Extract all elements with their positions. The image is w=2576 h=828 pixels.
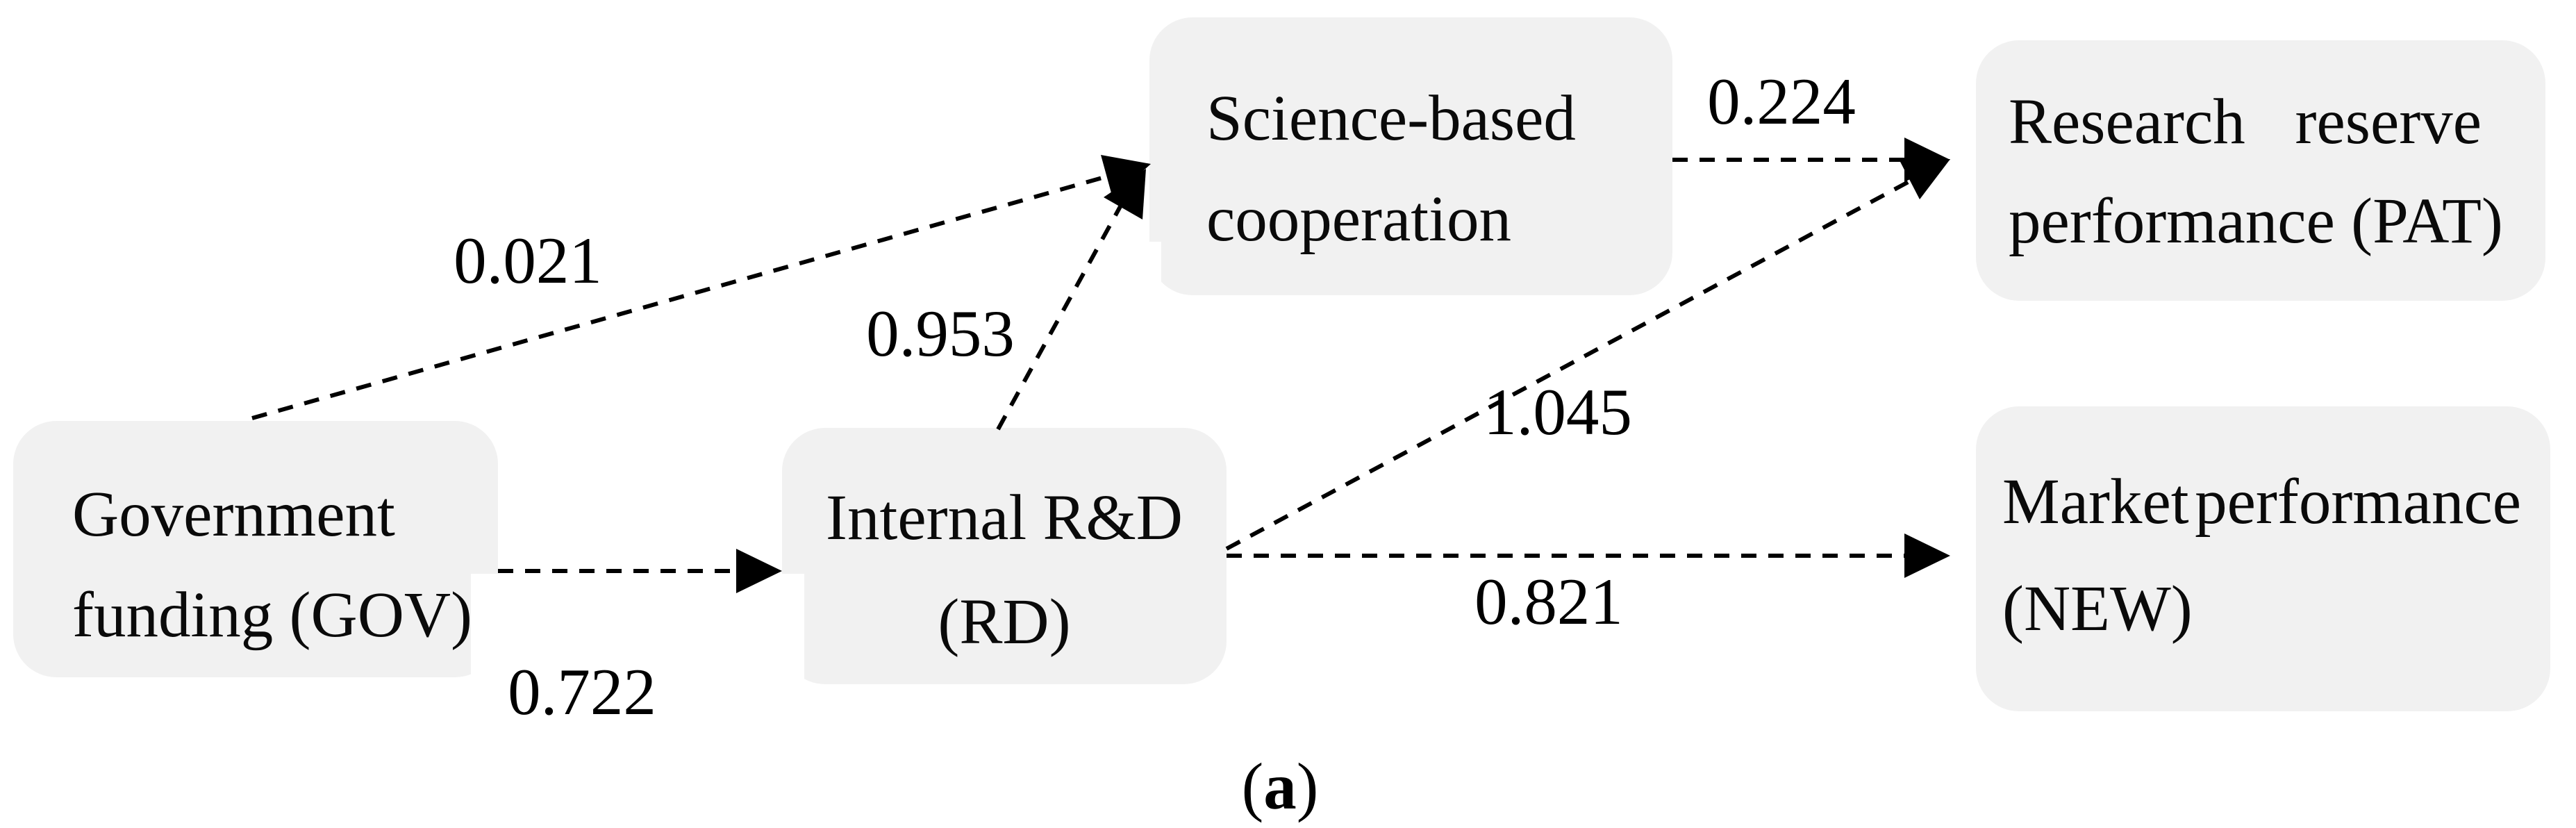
arrowhead-rd-to-pat-icon bbox=[1900, 159, 1950, 199]
box-science-based-cooperation-line2: cooperation bbox=[1206, 183, 1511, 255]
path-line-gov-to-coop bbox=[251, 165, 1140, 420]
box-market-performance-line1: Market performance bbox=[2002, 449, 2521, 556]
figure-caption: (a) bbox=[1242, 748, 1319, 825]
box-market-performance-line2: (NEW) bbox=[2002, 573, 2193, 645]
box-research-reserve-performance: Research reserve performance (PAT) bbox=[1976, 40, 2545, 301]
arrowhead-rd-to-coop-icon bbox=[1104, 169, 1146, 220]
box-government-funding: Government funding (GOV) bbox=[13, 421, 498, 677]
arrowhead-gov-to-rd-icon bbox=[736, 549, 782, 593]
box-internal-rd-line2: (RD) bbox=[938, 586, 1071, 658]
figure-caption-close-paren: ) bbox=[1296, 750, 1319, 823]
box-research-reserve-performance-word2: reserve bbox=[2295, 86, 2482, 158]
figure-caption-letter: a bbox=[1263, 750, 1297, 823]
path-line-rd-to-coop bbox=[996, 179, 1137, 431]
box-government-funding-line1: Government bbox=[72, 479, 395, 550]
arrowhead-coop-to-pat-icon bbox=[1904, 138, 1950, 182]
box-internal-rd: Internal R&D (RD) bbox=[782, 428, 1227, 684]
coefficient-rd-to-pat: 1.045 bbox=[1484, 375, 1632, 449]
box-market-performance: Market performance (NEW) bbox=[1976, 406, 2550, 711]
box-research-reserve-performance-line2: performance (PAT) bbox=[2009, 185, 2503, 257]
box-research-reserve-performance-line1: Research reserve bbox=[2009, 72, 2482, 172]
arrowhead-rd-to-new-icon bbox=[1904, 533, 1950, 578]
box-internal-rd-line1: Internal R&D bbox=[826, 482, 1183, 554]
coefficient-gov-to-coop: 0.021 bbox=[454, 224, 602, 297]
box-science-based-cooperation-line1: Science-based bbox=[1206, 83, 1576, 154]
box-government-funding-line2: funding (GOV) bbox=[72, 579, 472, 651]
box-market-performance-word2: performance bbox=[2195, 466, 2521, 538]
coefficient-rd-to-new: 0.821 bbox=[1474, 565, 1623, 638]
figure-caption-open-paren: ( bbox=[1241, 750, 1264, 823]
coefficient-coop-to-pat: 0.224 bbox=[1707, 65, 1856, 138]
box-market-performance-word1: Market bbox=[2002, 466, 2189, 538]
coefficient-gov-to-rd: 0.722 bbox=[508, 655, 656, 729]
coefficient-rd-to-coop: 0.953 bbox=[866, 297, 1015, 370]
box-research-reserve-performance-word1: Research bbox=[2009, 86, 2245, 158]
arrowhead-gov-to-coop-icon bbox=[1101, 155, 1151, 198]
box-science-based-cooperation: Science-based cooperation bbox=[1149, 17, 1672, 295]
